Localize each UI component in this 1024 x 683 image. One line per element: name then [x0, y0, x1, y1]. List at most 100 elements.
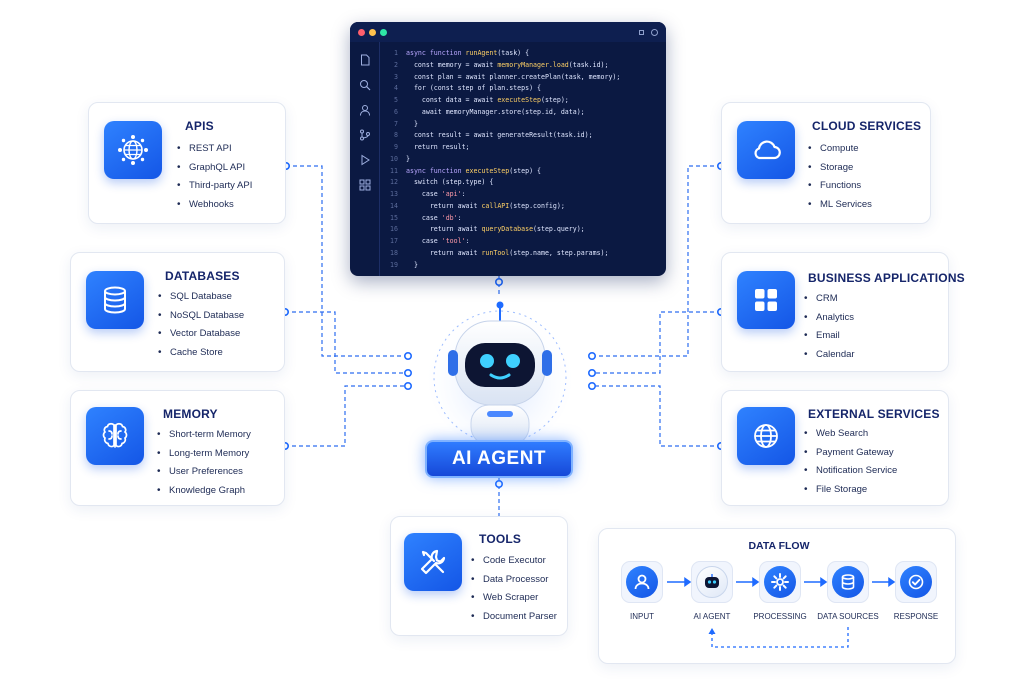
- code-line: case 'tool':: [406, 236, 620, 248]
- code-token: (step) {: [509, 166, 541, 175]
- wire-business: [592, 311, 721, 374]
- code-token: const result = await generateResult(task…: [406, 131, 593, 140]
- cloud-services-list: Compute Storage Functions ML Services: [808, 140, 872, 214]
- wire-memory: [285, 385, 408, 447]
- code-token: executeStep: [465, 166, 510, 175]
- code-token: case: [406, 213, 442, 222]
- databases-card: DATABASES SQL Database NoSQL Database Ve…: [70, 252, 285, 372]
- flow-label-processing: PROCESSING: [753, 612, 807, 621]
- code-token: async function: [406, 166, 466, 175]
- search-icon: [360, 80, 371, 91]
- robot-icon: [705, 574, 719, 588]
- wrench-screwdriver-icon: [404, 533, 462, 591]
- list-item: Web Scraper: [471, 589, 557, 608]
- list-item: Calendar: [804, 346, 855, 365]
- list-item: Data Processor: [471, 571, 557, 590]
- port-code: [494, 277, 503, 286]
- flow-arrows: [667, 577, 896, 648]
- list-item: Webhooks: [177, 196, 252, 215]
- code-token: return await: [406, 201, 482, 210]
- ai-agent-robot: [415, 295, 585, 449]
- code-token: const memory = await: [406, 60, 498, 69]
- data-flow-card: DATA FLOW INPUT AI AGENT P: [598, 528, 956, 664]
- list-item: CRM: [804, 290, 855, 309]
- business-applications-list: CRM Analytics Email Calendar: [804, 290, 855, 364]
- maximize-dot-icon: [380, 29, 387, 36]
- code-token: 'db': [441, 213, 458, 222]
- code-line: return await runTool(step.name, step.par…: [406, 248, 620, 260]
- line-number: 17: [390, 237, 398, 245]
- list-item: Vector Database: [158, 325, 244, 344]
- line-number: 16: [390, 225, 398, 234]
- code-line: }: [406, 260, 620, 272]
- list-item: SQL Database: [158, 288, 244, 307]
- list-item: Web Search: [804, 425, 897, 444]
- list-item: Storage: [808, 159, 872, 178]
- port-agent-right-1: [587, 351, 596, 360]
- ai-agent-label: AI AGENT: [425, 440, 573, 478]
- external-services-list: Web Search Payment Gateway Notification …: [804, 425, 897, 499]
- code-token: :: [457, 213, 462, 222]
- list-item: NoSQL Database: [158, 307, 244, 326]
- external-services-card: EXTERNAL SERVICES Web Search Payment Gat…: [721, 390, 949, 506]
- code-line: }: [406, 119, 620, 131]
- list-item: User Preferences: [157, 463, 251, 482]
- business-applications-card: BUSINESS APPLICATIONS CRM Analytics Emai…: [721, 252, 965, 372]
- port-agent-left-2: [403, 368, 412, 377]
- code-token: case: [406, 190, 442, 198]
- line-number: 7: [394, 119, 398, 128]
- code-body: async function runAgent(task) { const me…: [406, 48, 620, 271]
- line-number: 9: [394, 143, 398, 151]
- flow-step-input: [621, 561, 663, 603]
- code-token: const plan = await planner.createPlan(ta…: [406, 72, 621, 81]
- line-number: 10: [390, 154, 398, 163]
- code-token: runTool: [481, 248, 510, 257]
- code-token: (task) {: [497, 49, 530, 57]
- code-line: }: [406, 154, 620, 166]
- business-applications-title: BUSINESS APPLICATIONS: [808, 271, 965, 285]
- database-icon: [86, 271, 144, 329]
- editor-activity-bar: [350, 42, 380, 276]
- brain-icon: [86, 407, 144, 465]
- flow-step-ai-agent: [691, 561, 733, 603]
- list-item: ML Services: [808, 196, 872, 215]
- code-token: switch (step.type) {: [406, 178, 494, 187]
- code-line: const data = await executeStep(step);: [406, 95, 620, 107]
- list-item: Third-party API: [177, 177, 252, 196]
- code-token: }: [406, 119, 418, 128]
- flow-label-ai-agent: AI AGENT: [693, 612, 731, 621]
- line-number: 2: [394, 60, 398, 69]
- wire-databases: [285, 311, 408, 374]
- flow-step-data-sources: [827, 561, 869, 603]
- code-line: return await callAPI(step.config);: [406, 201, 620, 213]
- code-token: (step.config);: [509, 201, 565, 210]
- list-item: Short-term Memory: [157, 426, 251, 445]
- list-item: Long-term Memory: [157, 445, 251, 464]
- list-item: Notification Service: [804, 462, 897, 481]
- code-token: runAgent: [465, 49, 498, 57]
- code-token: (step.query);: [533, 225, 585, 234]
- user-icon: [634, 574, 650, 590]
- memory-list: Short-term Memory Long-term Memory User …: [157, 426, 251, 500]
- cloud-icon: [737, 121, 795, 179]
- port-agent-left-3: [403, 381, 412, 390]
- code-token: async function: [406, 49, 466, 57]
- code-line: case 'api':: [406, 189, 620, 201]
- list-item: Email: [804, 327, 855, 346]
- list-item: Compute: [808, 140, 872, 159]
- network-globe-icon: [104, 121, 162, 179]
- list-item: Document Parser: [471, 608, 557, 627]
- line-number: 8: [394, 131, 398, 140]
- code-line: const memory = await memoryManager.load(…: [406, 60, 620, 72]
- play-icon: [361, 154, 370, 166]
- line-number: 18: [390, 248, 398, 257]
- line-number: 1: [394, 49, 398, 57]
- memory-card: MEMORY Short-term Memory Long-term Memor…: [70, 390, 285, 506]
- port-tools: [494, 479, 503, 488]
- robot-icon: [428, 301, 572, 449]
- gear-icon: [771, 573, 789, 591]
- code-line: for (const step of plan.steps) {: [406, 83, 620, 95]
- code-line: return result;: [406, 142, 620, 154]
